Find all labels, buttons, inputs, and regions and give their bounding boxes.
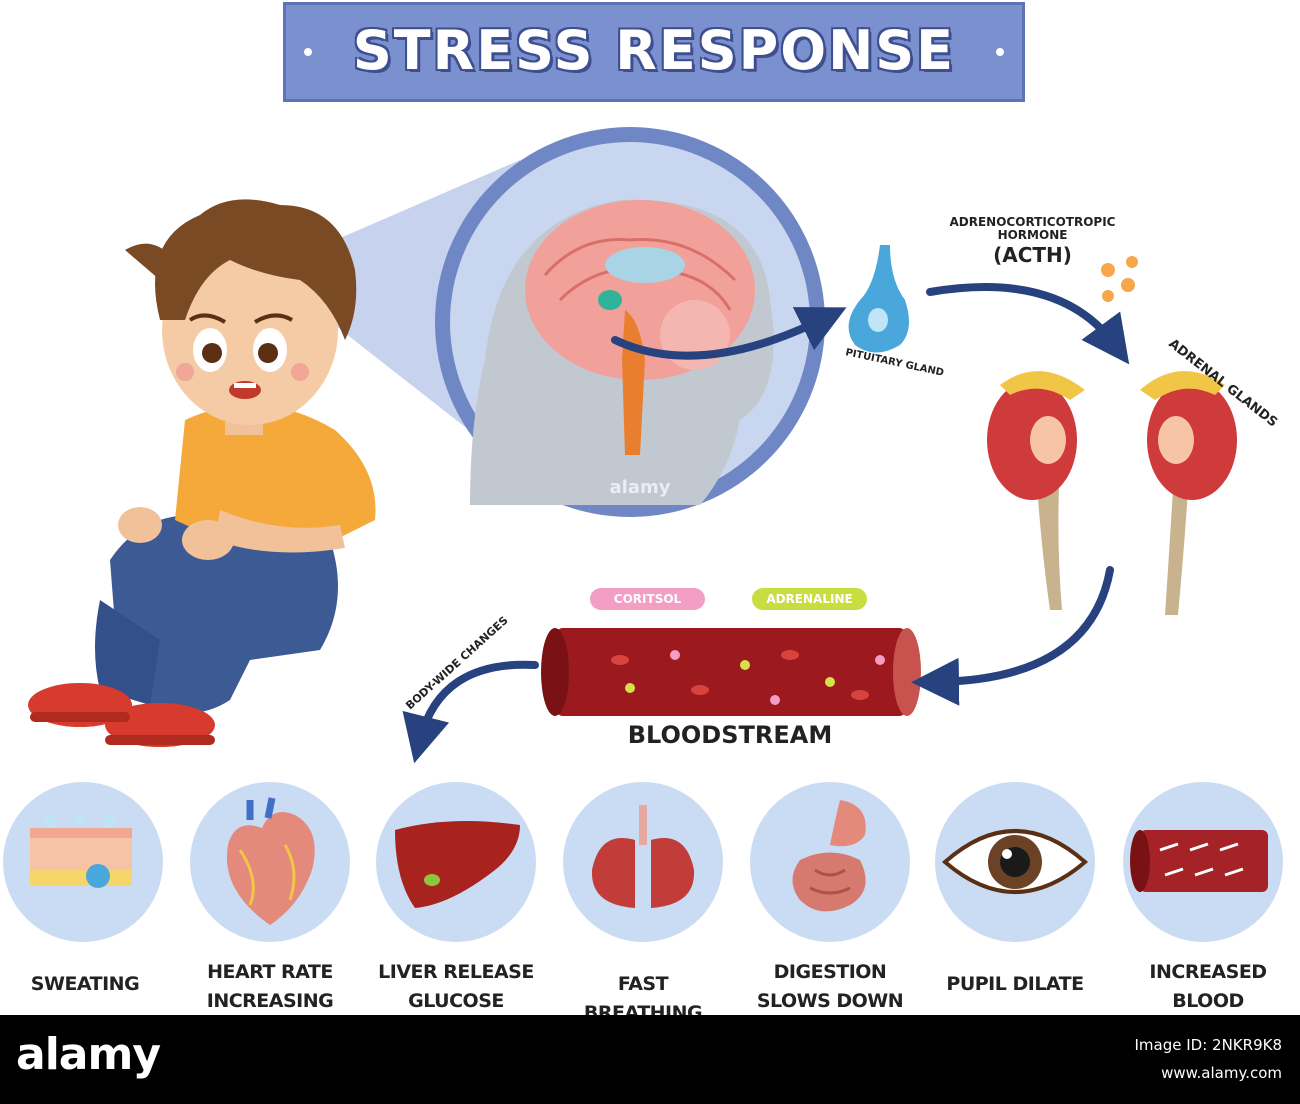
kidneys-adrenal-illustration — [987, 371, 1237, 615]
liver-icon — [376, 782, 536, 942]
arrow-brain-to-pituitary — [611, 307, 847, 360]
effect-label-line: PUPIL DILATE — [946, 973, 1084, 995]
digestion-icon — [750, 782, 910, 942]
flow-arrows — [402, 283, 1130, 764]
effect-label-line: INCREASING — [206, 990, 334, 1013]
cortisol-pill: CORITSOL — [590, 588, 705, 610]
pituitary-gland-icon — [848, 245, 909, 353]
stock-footer-bar: alamy Image ID: 2NKR9K8 www.alamy.com — [0, 1015, 1300, 1104]
arrow-pituitary-to-adrenal — [926, 283, 1130, 365]
brain-zoom-circle — [435, 127, 825, 517]
hormone-abbreviation: (ACTH) — [993, 243, 1072, 268]
heart-icon — [190, 782, 350, 942]
stressed-boy-illustration — [28, 199, 376, 747]
effect-label-line: LIVER RELEASE — [378, 961, 534, 983]
adrenaline-pill: ADRENALINE — [752, 588, 867, 610]
acth-particles — [1101, 256, 1138, 302]
hormone-name-line2: HORMONE — [997, 228, 1068, 243]
page-title: STRESS RESPONSE — [352, 19, 956, 82]
banner-screw-left — [304, 48, 312, 56]
effect-label-line: INCREASED — [1149, 961, 1267, 983]
site-url: www.alamy.com — [1161, 1064, 1282, 1082]
eye-icon — [935, 782, 1095, 942]
image-id: Image ID: 2NKR9K8 — [1134, 1036, 1283, 1054]
effect-circles — [3, 782, 1283, 942]
effect-label-line: GLUCOSE — [408, 990, 504, 1013]
blood-vessel-pressure-icon — [1123, 782, 1283, 942]
effect-label-digestion: DIGESTION SLOWS DOWN — [745, 958, 915, 1017]
effect-label-pupil: PUPIL DILATE — [930, 958, 1100, 999]
footer-meta: Image ID: 2NKR9K8 www.alamy.com — [1135, 1031, 1283, 1087]
arrow-adrenal-to-blood — [911, 566, 1114, 706]
lungs-icon — [563, 782, 723, 942]
alamy-logo: alamy — [16, 1029, 161, 1080]
title-banner: STRESS RESPONSE — [283, 2, 1025, 102]
effect-label-heart-rate: HEART RATE INCREASING — [185, 958, 355, 1017]
effect-label-line: DIGESTION — [773, 961, 887, 983]
watermark: alamy — [609, 477, 671, 498]
hormone-name-line1: ADRENOCORTICOTROPIC — [949, 215, 1116, 229]
arrow-blood-to-body — [402, 660, 539, 764]
effect-label-line: SWEATING — [30, 973, 140, 995]
effect-label-sweating: SWEATING — [0, 958, 170, 999]
bloodstream-vessel — [541, 628, 921, 716]
effect-label-line: SLOWS DOWN — [756, 990, 904, 1013]
hormone-label: ADRENOCORTICOTROPIC HORMONE (ACTH) — [940, 215, 1125, 268]
effect-label-line: HEART RATE — [207, 961, 333, 983]
sweating-icon — [3, 782, 163, 942]
banner-screw-right — [996, 48, 1004, 56]
body-wide-changes-label: BODY-WIDE CHANGES — [403, 614, 510, 712]
pituitary-gland-label: PITUITARY GLAND — [844, 347, 944, 379]
bloodstream-label: BLOODSTREAM — [627, 721, 833, 749]
effect-label-liver: LIVER RELEASE GLUCOSE — [371, 958, 541, 1017]
